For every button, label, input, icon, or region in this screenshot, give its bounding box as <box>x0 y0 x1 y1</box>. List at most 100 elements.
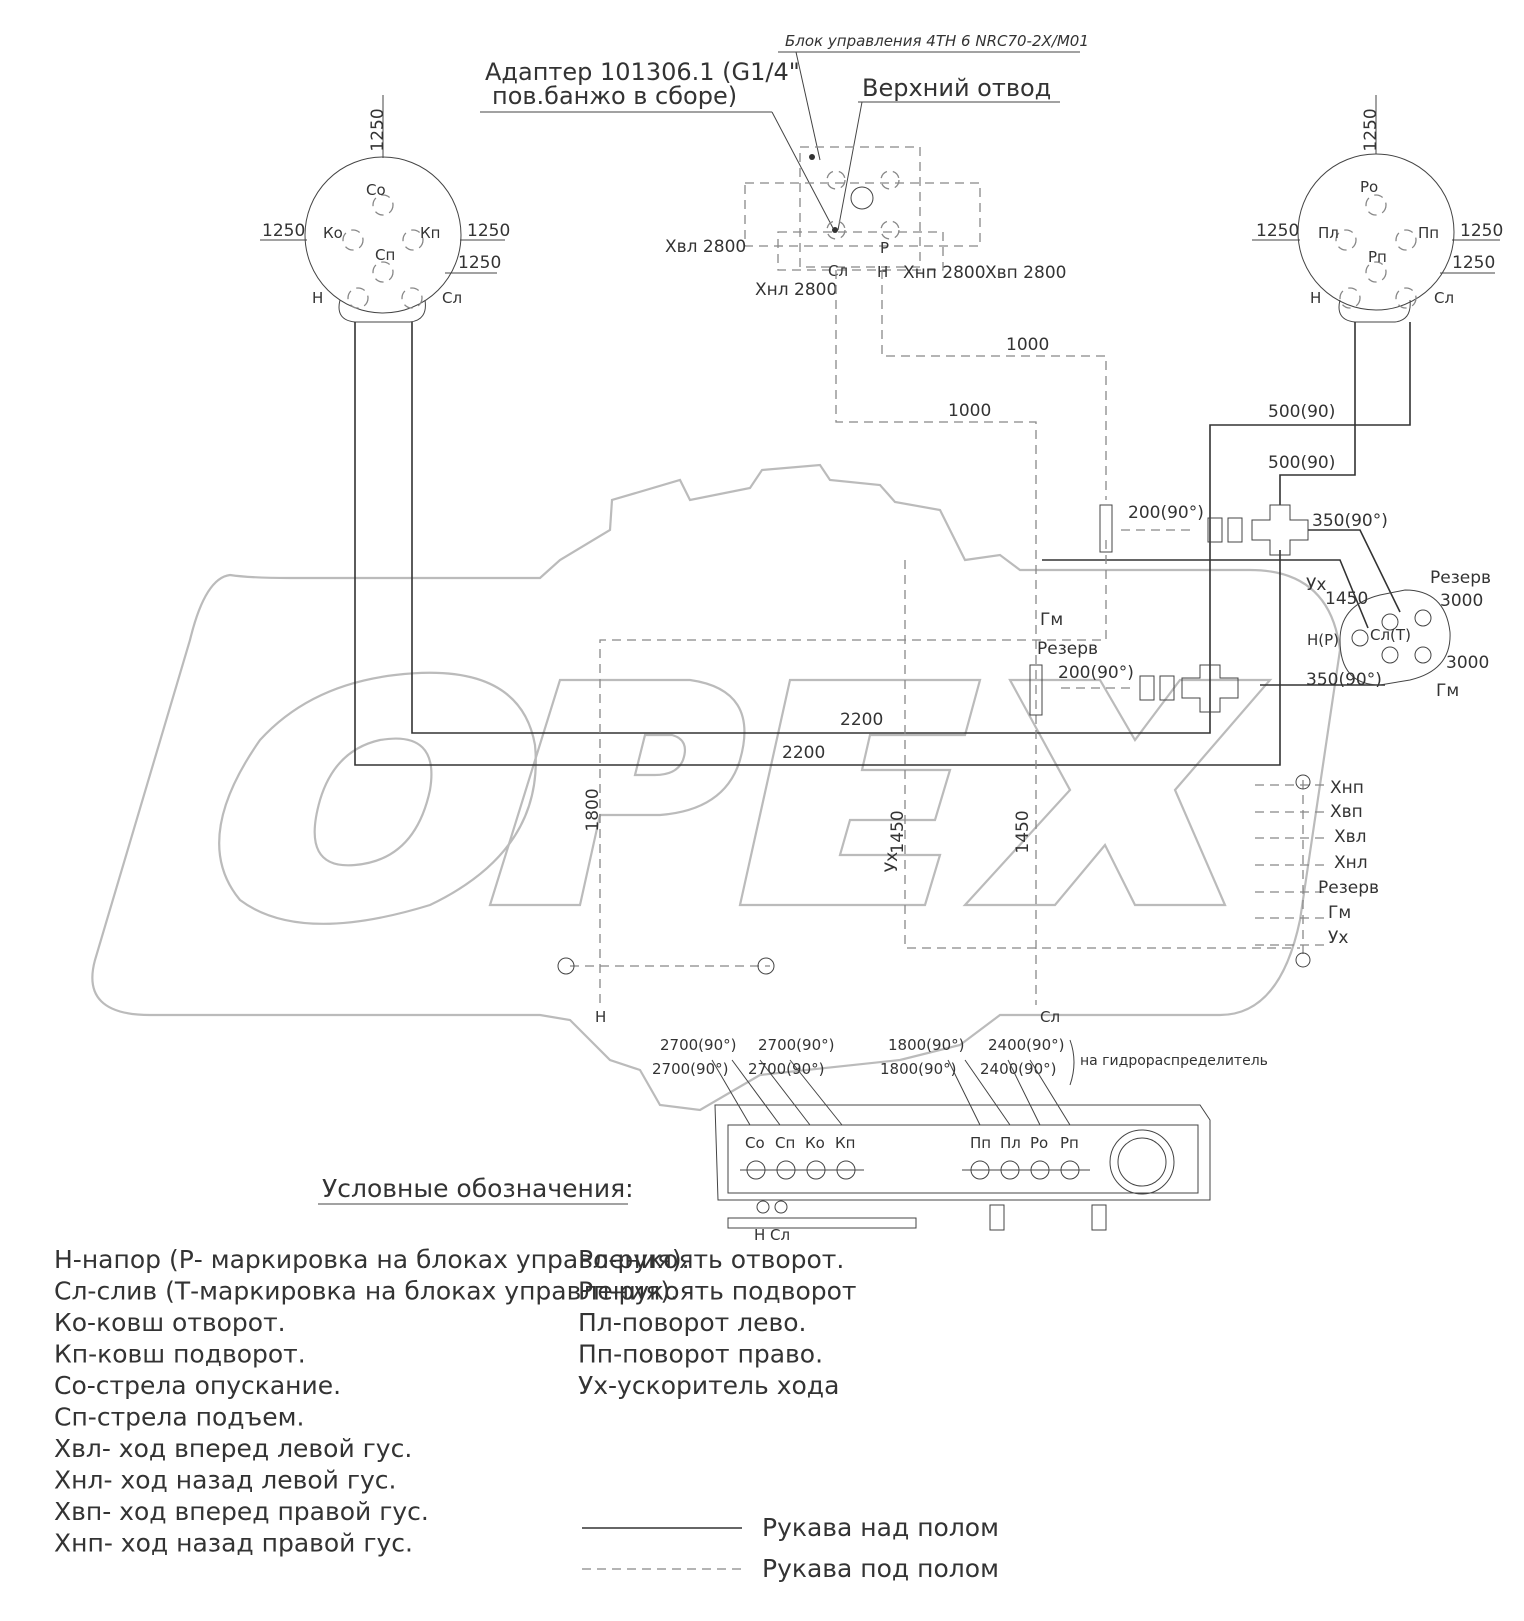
hoses-above-floor <box>354 322 1411 766</box>
dim-1450-mid2: 1450 <box>1013 810 1033 853</box>
legend-item-0: Н-напор (Р- маркировка на блоках управле… <box>54 1245 690 1274</box>
legend-item-right-1: Рп-рукоять подворот <box>578 1277 856 1306</box>
dim-2200-upper: 2200 <box>840 710 883 730</box>
dist-port-sp: Сп <box>775 1134 795 1152</box>
dim-500-upper: 500(90) <box>1268 402 1335 422</box>
watermark-logo <box>91 463 1342 1112</box>
watermark-letter-o-inner <box>313 737 433 867</box>
side-item-xvp: Хвп <box>1330 802 1363 822</box>
gm-label: Гм <box>1040 610 1063 630</box>
valve-reserve-len: 3000 <box>1440 591 1483 611</box>
legend-item-right-0: Ро-рукоять отворот. <box>578 1245 844 1274</box>
dim-1450-mid: 1450 <box>888 810 908 853</box>
watermark-letter-e <box>738 678 982 907</box>
legend-title: Условные обозначения: <box>322 1174 634 1203</box>
dim-350-upper: 350(90°) <box>1312 511 1388 531</box>
legend-column-1: Н-напор (Р- маркировка на блоках управле… <box>54 1245 690 1558</box>
watermark-gear-outline <box>91 463 1342 1112</box>
valve-n-p-label: Н(P) <box>1307 631 1339 649</box>
dist-port-ko: Ко <box>805 1134 825 1152</box>
legend-item-5: Сп-стрела подъем. <box>54 1403 304 1432</box>
control-unit-body <box>799 146 921 268</box>
legend-line-solid-label: Рукава над полом <box>762 1513 999 1542</box>
dist-row2-1: 2700(90°) <box>652 1060 728 1078</box>
valve-reserve-label: Резерв <box>1430 568 1491 588</box>
right-port-n: Н <box>1310 289 1321 307</box>
xvp-label: Хвп 2800 <box>985 263 1066 283</box>
dim-2200-lower: 2200 <box>782 743 825 763</box>
dist-row1-2: 2700(90°) <box>758 1036 834 1054</box>
dist-ns-label: Н Сл <box>754 1226 790 1244</box>
dim-1000-upper: 1000 <box>1006 335 1049 355</box>
left-joystick-left-len: 1250 <box>262 221 305 241</box>
dist-port-pp: Пп <box>970 1134 991 1152</box>
xvl-label: Хвл 2800 <box>665 237 746 257</box>
right-port-ro: Ро <box>1360 178 1378 196</box>
left-port-sl: Сл <box>442 289 462 307</box>
watermark-letter-p <box>488 678 746 907</box>
dist-row1-4: 2400(90°) <box>988 1036 1064 1054</box>
legend-item-1: Сл-слив (Т-маркировка на блоках управлен… <box>54 1277 678 1306</box>
xnl-label: Хнл 2800 <box>755 280 837 300</box>
dist-row2-4: 2400(90°) <box>980 1060 1056 1078</box>
dimension-labels: 1000 1000 500(90) 500(90) 200(90°) 200(9… <box>583 335 1388 1026</box>
side-item-ux: Ух <box>1328 928 1348 948</box>
right-joystick-left-len: 1250 <box>1256 221 1299 241</box>
right-port-sl: Сл <box>1434 289 1454 307</box>
control-unit-title: Блок управления 4TH 6 NRC70-2X/M01 <box>785 32 1089 50</box>
left-joystick-right-len: 1250 <box>467 221 510 241</box>
right-port-rp: Рп <box>1368 248 1387 266</box>
fittings <box>1029 504 1309 716</box>
watermark-letter-o <box>218 671 537 925</box>
xnp-label: Хнп 2800 <box>903 263 986 283</box>
valve-ux-label: Ух <box>1306 575 1326 595</box>
left-port-ko: Ко <box>323 224 343 242</box>
dist-port-ro: Ро <box>1030 1134 1048 1152</box>
adapter-label-line2: пов.банжо в сборе) <box>492 82 737 110</box>
dim-500-lower: 500(90) <box>1268 453 1335 473</box>
legend-item-6: Хвл- ход вперед левой гус. <box>54 1434 412 1463</box>
dim-200-upper: 200(90°) <box>1128 503 1204 523</box>
dist-port-kp: Кп <box>835 1134 855 1152</box>
left-joystick: 1250 1250 1250 1250 Со Ко Кп Сп Н Сл <box>260 95 510 323</box>
dim-1800: 1800 <box>583 788 603 831</box>
top-outlet-label: Верхний отвод <box>862 74 1051 102</box>
right-joystick-right-len: 1250 <box>1460 221 1503 241</box>
ux-mid-label: Ух <box>882 852 902 872</box>
left-port-sp: Сп <box>375 246 395 264</box>
side-item-xnl: Хнл <box>1334 853 1368 873</box>
side-item-gm: Гм <box>1328 903 1351 923</box>
right-port-pp: Пп <box>1418 224 1439 242</box>
dist-row1-3: 1800(90°) <box>888 1036 964 1054</box>
legend-line-dashed-label: Рукава под полом <box>762 1554 999 1583</box>
valve-block: Ух Резерв 3000 3000 Гм Н(P) Сл(Т) <box>1306 568 1491 701</box>
dist-port-rp: Рп <box>1060 1134 1079 1152</box>
left-joystick-top-len: 1250 <box>368 108 388 151</box>
legend-item-7: Хнл- ход назад левой гус. <box>54 1466 396 1495</box>
dim-1450-right: 1450 <box>1325 589 1368 609</box>
adapter-label-line1: Адаптер 101306.1 (G1/4" <box>485 58 800 86</box>
valve-gm-label: Гм <box>1436 681 1459 701</box>
hydraulic-distributor: 2700(90°) 2700(90°) 1800(90°) 2400(90°) … <box>652 1036 1268 1244</box>
left-port-n: Н <box>312 289 323 307</box>
dist-row2-2: 2700(90°) <box>748 1060 824 1078</box>
legend: Условные обозначения: Н-напор (Р- маркир… <box>54 1174 999 1583</box>
watermark-letter-x <box>962 678 1273 907</box>
hoses-under-floor <box>570 270 1325 1005</box>
right-joystick-right-low-len: 1250 <box>1452 253 1495 273</box>
right-joystick-top-len: 1250 <box>1361 108 1381 151</box>
control-unit-port-p: P <box>880 239 889 257</box>
side-hose-list: Хнп Хвп Хвл Хнл Резерв Гм Ух <box>557 774 1379 975</box>
legend-item-right-3: Пп-поворот право. <box>578 1340 823 1369</box>
dist-row2-3: 1800(90°) <box>880 1060 956 1078</box>
side-item-reserve: Резерв <box>1318 878 1379 898</box>
dim-350-lower: 350(90°) <box>1306 670 1382 690</box>
right-joystick: 1250 1250 1250 1250 Ро Пл Пп Рп Н Сл <box>1252 95 1503 323</box>
valve-gm-len: 3000 <box>1446 653 1489 673</box>
dim-200-lower: 200(90°) <box>1058 663 1134 683</box>
reserve-label: Резерв <box>1037 639 1098 659</box>
left-port-co: Со <box>366 181 386 199</box>
dist-port-co: Со <box>745 1134 765 1152</box>
legend-column-2: Ро-рукоять отворот.Рп-рукоять подворотПл… <box>578 1245 856 1400</box>
